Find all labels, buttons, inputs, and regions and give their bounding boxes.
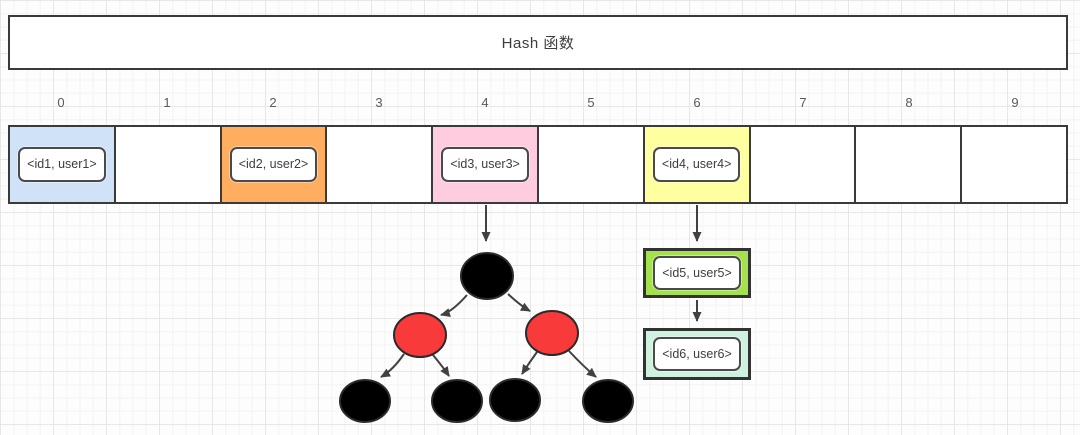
entry-label-id1: <id1, user1>	[18, 147, 106, 182]
bucket-index-4: 4	[481, 95, 489, 110]
bucket-index-1: 1	[163, 95, 171, 110]
tree-edge-right-leaf4	[568, 350, 597, 378]
tree-node-right-child	[525, 310, 579, 356]
bucket-index-3: 3	[375, 95, 383, 110]
tree-edge-right-leaf3	[521, 351, 538, 375]
tree-edge-left-leaf2	[432, 354, 450, 377]
chain-node-id5: <id5, user5>	[643, 248, 751, 298]
bucket-cell-3	[325, 125, 434, 204]
chain-node-id6: <id6, user6>	[643, 328, 751, 380]
bucket-index-8: 8	[905, 95, 913, 110]
bucket-index-7: 7	[799, 95, 807, 110]
bucket-cell-4: <id3, user3>	[431, 125, 539, 204]
entry-label-id4: <id4, user4>	[652, 147, 741, 182]
tree-node-leaf-2	[431, 379, 483, 423]
tree-node-root	[460, 252, 514, 300]
entry-label-id3: <id3, user3>	[441, 147, 529, 182]
tree-node-leaf-1	[339, 379, 391, 423]
entry-label-id6: <id6, user6>	[653, 336, 741, 372]
bucket-cell-1	[113, 125, 222, 204]
bucket-index-9: 9	[1011, 95, 1019, 110]
hash-function-box: Hash 函数	[8, 15, 1068, 70]
bucket-index-0: 0	[57, 95, 65, 110]
bucket-array: <id1, user1> <id2, user2> <id3, user3> <…	[8, 125, 1068, 204]
bucket-index-2: 2	[269, 95, 277, 110]
bucket-cell-9	[960, 125, 1068, 204]
tree-edge-root-left	[440, 294, 468, 317]
tree-edge-left-leaf1	[380, 353, 405, 378]
bucket-index-6: 6	[693, 95, 701, 110]
bucket-index-row: 0 1 2 3 4 5 6 7 8 9	[8, 95, 1068, 113]
tree-node-leaf-3	[489, 378, 541, 422]
tree-node-left-child	[393, 312, 447, 358]
bucket-cell-8	[854, 125, 963, 204]
bucket-index-5: 5	[587, 95, 595, 110]
hash-function-title: Hash 函数	[501, 35, 575, 52]
bucket-cell-6: <id4, user4>	[642, 125, 751, 204]
tree-edge-root-right	[507, 293, 531, 312]
bucket-cell-5	[536, 125, 645, 204]
tree-node-leaf-4	[582, 379, 634, 423]
bucket-cell-2: <id2, user2>	[219, 125, 328, 204]
bucket-cell-7	[748, 125, 857, 204]
bucket-cell-0: <id1, user1>	[8, 125, 116, 204]
entry-label-id2: <id2, user2>	[229, 147, 318, 182]
entry-label-id5: <id5, user5>	[653, 255, 741, 291]
